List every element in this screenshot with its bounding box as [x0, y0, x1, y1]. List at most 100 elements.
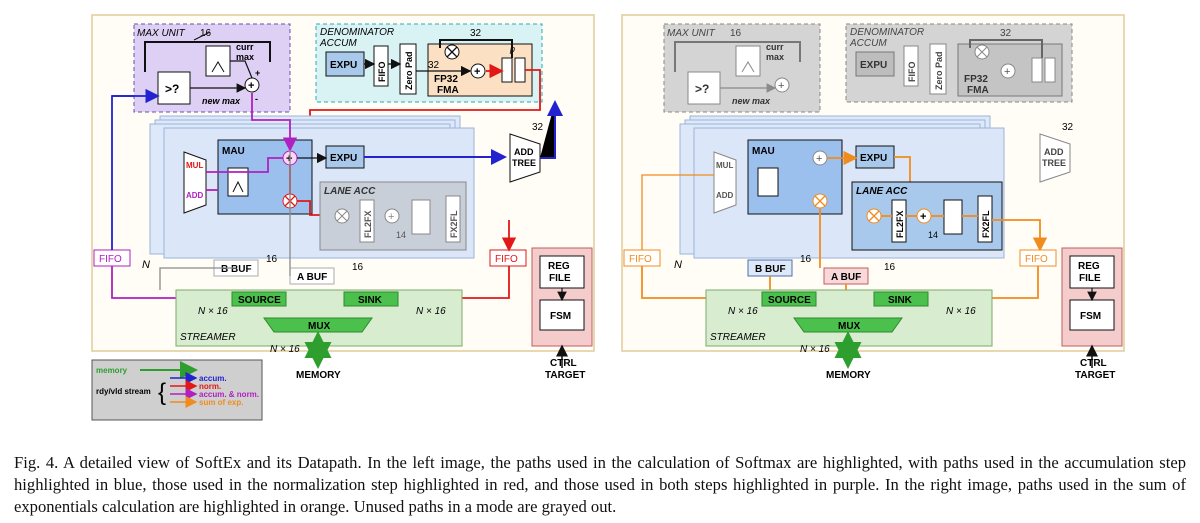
svg-text:+: +: [255, 68, 260, 78]
svg-text:FIFO: FIFO: [907, 62, 917, 83]
svg-text:MAU: MAU: [222, 146, 245, 157]
svg-text:16: 16: [884, 262, 896, 273]
reg-file: [539, 255, 585, 289]
svg-text:FSM: FSM: [550, 311, 571, 322]
svg-text:Zero Pad: Zero Pad: [404, 51, 414, 90]
svg-text:B BUF: B BUF: [755, 264, 786, 275]
svg-text:MEMORY: MEMORY: [826, 370, 871, 381]
max-unit-label: MAX UNIT: [137, 28, 186, 39]
svg-text:curr: curr: [766, 42, 784, 52]
svg-text:32: 32: [470, 28, 482, 39]
svg-text:TARGET: TARGET: [1075, 370, 1115, 381]
svg-text:SOURCE: SOURCE: [768, 295, 811, 306]
svg-text:accum. & norm.: accum. & norm.: [199, 390, 259, 399]
svg-text:ADD: ADD: [1044, 147, 1064, 157]
svg-text:+: +: [816, 153, 822, 165]
add-tree: ADD TREE 32: [509, 100, 563, 183]
mau-mux: [183, 151, 207, 214]
svg-text:EXPU: EXPU: [860, 153, 887, 164]
svg-text:DENOMINATOR: DENOMINATOR: [850, 27, 924, 38]
svg-text:16: 16: [266, 254, 278, 265]
svg-text:SOURCE: SOURCE: [238, 295, 281, 306]
svg-text:+: +: [1004, 66, 1010, 78]
svg-text:TARGET: TARGET: [545, 370, 585, 381]
max-unit: MAX UNIT 16 curr max >? + + - new max: [133, 23, 291, 113]
svg-text:max: max: [766, 52, 784, 62]
svg-text:max: max: [236, 52, 254, 62]
svg-text:REG: REG: [1078, 261, 1100, 272]
add-tree-right: ADD TREE 32: [1039, 122, 1074, 183]
svg-text:STREAMER: STREAMER: [180, 332, 236, 343]
left-buffers: FIFO FIFO B BUF A BUF 16 16 N: [93, 88, 527, 306]
figure-caption: Fig. 4. A detailed view of SoftEx and it…: [14, 453, 1186, 516]
svg-text:FX2FL: FX2FL: [449, 210, 459, 238]
svg-text:FIFO: FIFO: [495, 254, 518, 265]
svg-text:32: 32: [532, 122, 544, 133]
svg-text:SINK: SINK: [358, 295, 383, 306]
svg-text:DENOMINATOR: DENOMINATOR: [320, 27, 394, 38]
svg-text:16: 16: [352, 262, 364, 273]
reg-file-fsm: REG FILE FSM CTRL TARGET: [531, 247, 593, 381]
svg-text:32: 32: [428, 60, 440, 71]
svg-text:14: 14: [928, 230, 938, 240]
streamer-right: STREAMER SOURCE SINK MUX N × 16 N × 16 N…: [705, 289, 993, 381]
svg-text:TREE: TREE: [1042, 158, 1066, 168]
svg-text:N × 16: N × 16: [270, 344, 300, 355]
svg-text:FIFO: FIFO: [99, 254, 122, 265]
svg-text:ACCUM: ACCUM: [849, 38, 887, 49]
svg-text:FILE: FILE: [549, 273, 571, 284]
svg-text:ADD: ADD: [716, 191, 734, 200]
mau-right: MAU + MUL ADD EXPU: [713, 139, 911, 215]
svg-text:LANE ACC: LANE ACC: [324, 186, 376, 197]
max-register: [205, 45, 231, 77]
svg-text:+: +: [286, 153, 292, 165]
svg-text:FSM: FSM: [1080, 311, 1101, 322]
legend: memory rdy/vld stream { accum. norm. acc…: [91, 359, 263, 421]
svg-text:sum of exp.: sum of exp.: [199, 398, 243, 407]
svg-text:16: 16: [730, 28, 742, 39]
lane-acc: LANE ACC FL2FX + FX2FL 14: [319, 181, 467, 251]
svg-text:MUX: MUX: [838, 321, 861, 332]
svg-text:STREAMER: STREAMER: [710, 332, 766, 343]
mau: MAU + MUL ADD EXPU: [183, 93, 507, 216]
streamer: STREAMER SOURCE SINK MUX N × 16 N × 16 N…: [175, 289, 463, 381]
svg-text:ADD: ADD: [186, 191, 204, 200]
source: [231, 291, 287, 307]
right-buffers: FIFO FIFO B BUF A BUF 16 16 N: [623, 174, 1057, 306]
svg-text:MUL: MUL: [716, 161, 733, 170]
lane-acc-right: LANE ACC FL2FX + FX2FL 14: [851, 181, 1048, 252]
svg-text:TREE: TREE: [512, 158, 536, 168]
svg-text:MEMORY: MEMORY: [296, 370, 341, 381]
svg-text:EXPU: EXPU: [330, 60, 357, 71]
svg-text:B BUF: B BUF: [221, 264, 252, 275]
svg-text:FMA: FMA: [437, 85, 459, 96]
svg-text:+: +: [474, 66, 480, 78]
svg-text:new max: new max: [202, 96, 241, 106]
svg-text:FX2FL: FX2FL: [981, 210, 991, 238]
svg-text:A BUF: A BUF: [297, 272, 327, 283]
softex-diagram: MAX UNIT 16 curr max >? + + - new max DE…: [91, 14, 1125, 421]
svg-text:FIFO: FIFO: [1025, 254, 1048, 265]
svg-text:>?: >?: [695, 82, 709, 96]
svg-text:{: {: [158, 379, 166, 406]
svg-text:32: 32: [1000, 28, 1012, 39]
svg-text:N × 16: N × 16: [800, 344, 830, 355]
svg-text:norm.: norm.: [199, 382, 221, 391]
max-unit-right: MAX UNIT 16 curr max >? + new max: [663, 23, 821, 113]
svg-text:new max: new max: [732, 96, 771, 106]
svg-text:+: +: [778, 80, 784, 92]
svg-text:EXPU: EXPU: [330, 153, 357, 164]
svg-text:14: 14: [396, 230, 406, 240]
right-panel: MAX UNIT 16 curr max >? + new max DENOMI…: [621, 14, 1125, 381]
svg-text:N × 16: N × 16: [946, 306, 976, 317]
svg-text:>?: >?: [165, 82, 179, 96]
den-expu: [325, 51, 365, 77]
svg-text:CTRL: CTRL: [550, 358, 577, 369]
left-panel: MAX UNIT 16 curr max >? + + - new max DE…: [91, 14, 595, 421]
svg-text:N × 16: N × 16: [198, 306, 228, 317]
svg-text:-: -: [255, 94, 258, 104]
fsm: [539, 299, 585, 331]
svg-text:+: +: [920, 211, 926, 223]
svg-text:memory: memory: [96, 366, 128, 375]
svg-text:N: N: [142, 259, 150, 271]
